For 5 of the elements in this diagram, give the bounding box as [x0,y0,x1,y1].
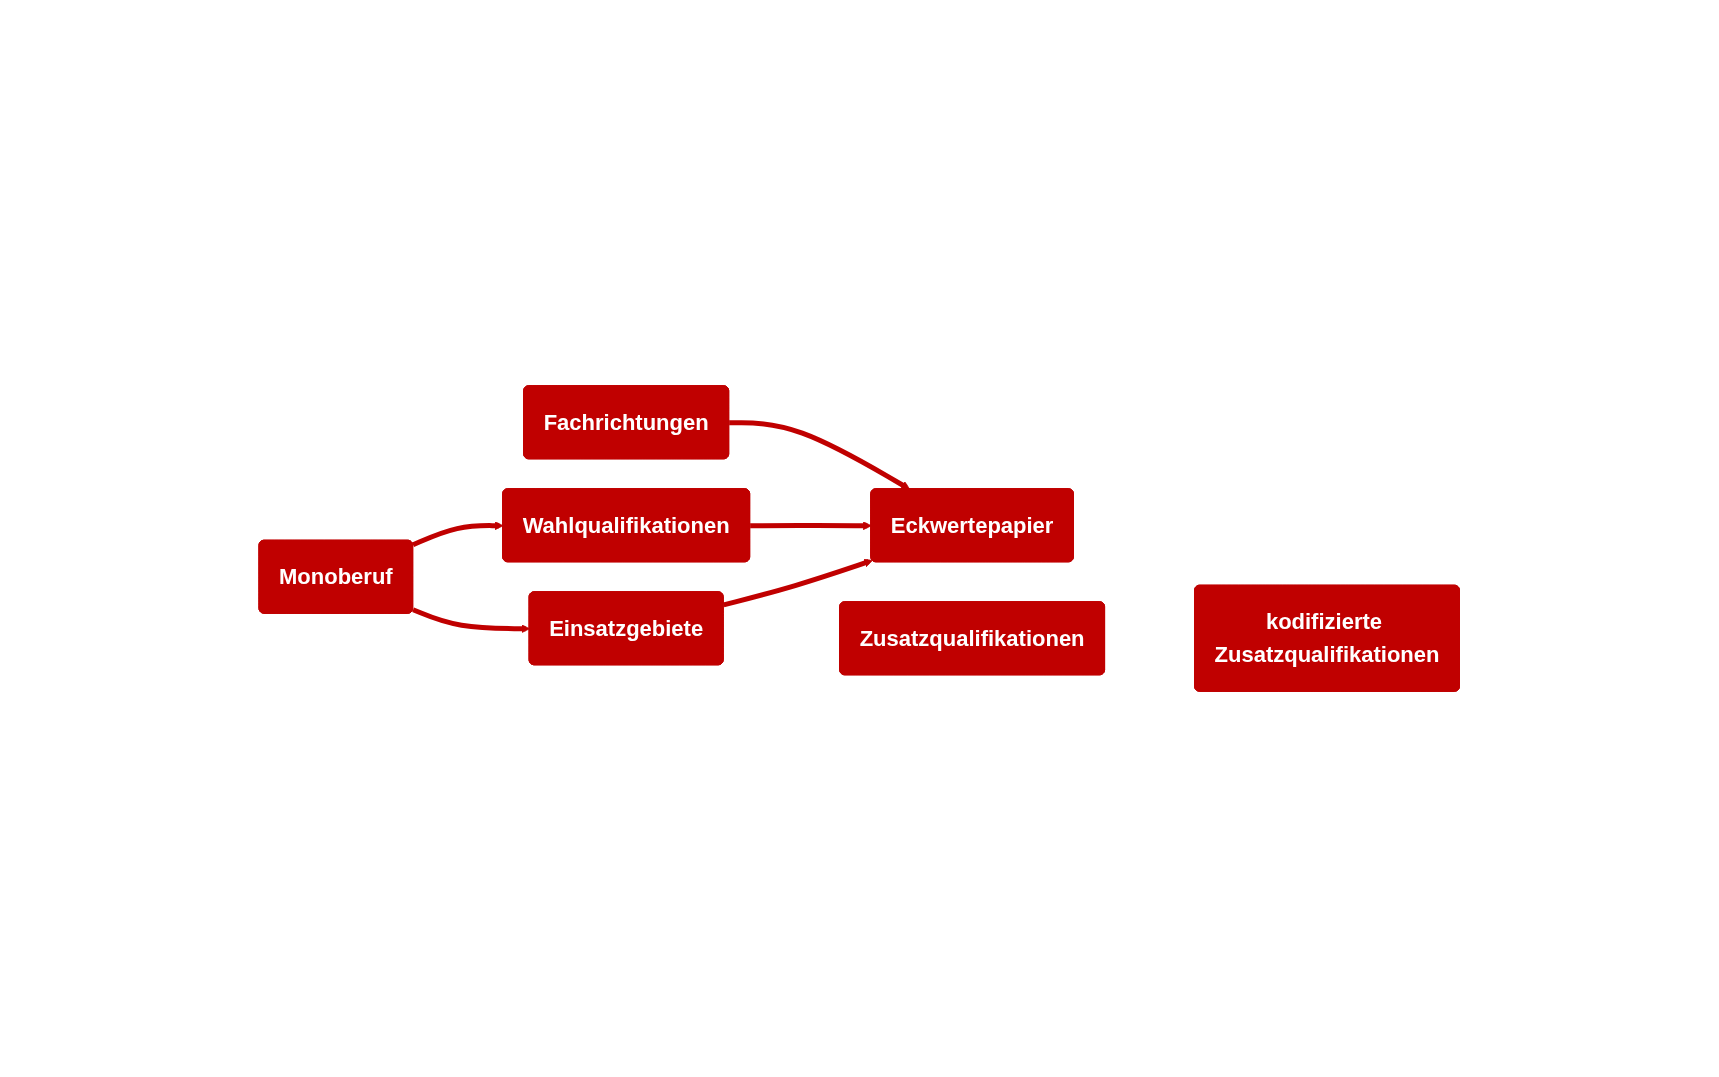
arrow [750,521,872,531]
arrow [729,420,911,490]
arrow [412,521,504,548]
arrow [723,558,874,608]
arrow [412,607,531,634]
